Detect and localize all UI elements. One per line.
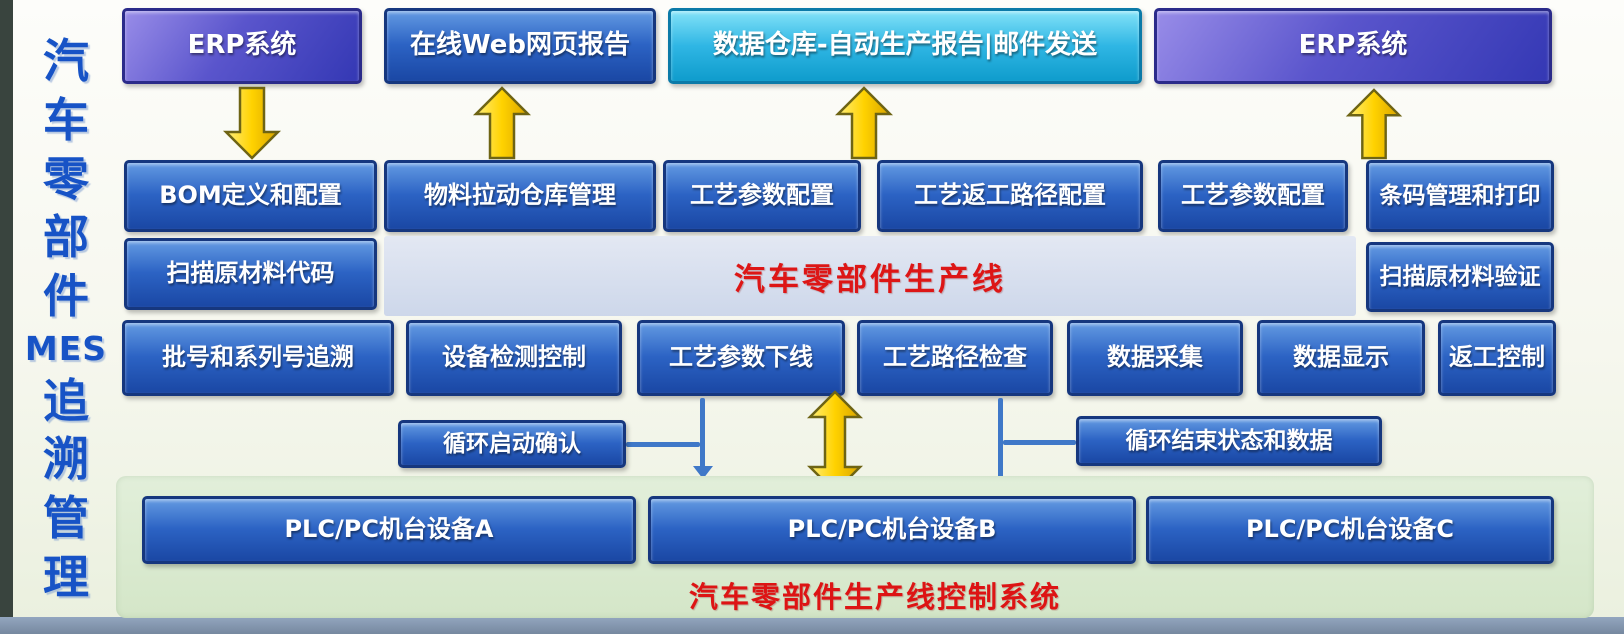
box-erp-left: ERP系统	[122, 8, 362, 84]
control-system-title: 汽车零部件生产线控制系统	[688, 580, 1061, 614]
down-arrow-icon	[222, 86, 282, 160]
box-material-warehouse: 物料拉动仓库管理	[384, 160, 656, 232]
box-rework-control: 返工控制	[1438, 320, 1556, 396]
production-line-band: 汽车零部件生产线	[384, 236, 1356, 316]
box-plc-device-c: PLC/PC机台设备C	[1146, 496, 1554, 564]
up-arrow-icon	[1345, 88, 1403, 160]
title-char: 零	[43, 151, 89, 206]
title-char: 追	[43, 373, 89, 428]
up-arrow-icon	[834, 86, 894, 160]
photo-bottom-strip	[0, 617, 1624, 634]
box-data-display: 数据显示	[1257, 320, 1425, 396]
box-rework-path-config: 工艺返工路径配置	[877, 160, 1143, 232]
connector-line-left	[700, 398, 705, 468]
box-batch-serial-trace: 批号和系列号追溯	[122, 320, 394, 396]
box-barcode-print: 条码管理和打印	[1366, 160, 1554, 232]
title-char: 管	[43, 491, 89, 546]
box-loop-end-status: 循环结束状态和数据	[1076, 416, 1382, 466]
box-loop-start-confirm: 循环启动确认	[398, 420, 626, 468]
box-process-path-check: 工艺路径检查	[857, 320, 1053, 396]
box-bom-config: BOM定义和配置	[124, 160, 377, 232]
connector-line-right	[998, 398, 1003, 478]
connector-line-end-status	[1003, 440, 1076, 445]
diagram-vertical-title: 汽 车 零 部 件 MES 追 溯 管 理	[20, 38, 112, 600]
box-device-detect-control: 设备检测控制	[406, 320, 622, 396]
title-char-mes: MES	[24, 328, 108, 368]
box-web-report: 在线Web网页报告	[384, 8, 656, 84]
box-process-param-offline: 工艺参数下线	[637, 320, 845, 396]
box-plc-device-b: PLC/PC机台设备B	[648, 496, 1136, 564]
up-arrow-icon	[472, 86, 532, 160]
title-char: 件	[43, 269, 89, 324]
connector-line-start-confirm	[626, 442, 700, 447]
title-char: 汽	[43, 34, 89, 88]
box-plc-device-a: PLC/PC机台设备A	[142, 496, 636, 564]
connector-arrowhead-down	[693, 466, 713, 479]
title-char: 溯	[43, 432, 89, 487]
title-char: 部	[43, 210, 89, 265]
box-erp-right: ERP系统	[1154, 8, 1552, 84]
photo-left-edge	[0, 0, 13, 634]
box-process-param-config-2: 工艺参数配置	[1158, 160, 1348, 232]
box-scan-raw-material-verify: 扫描原材料验证	[1366, 242, 1554, 312]
box-process-param-config-1: 工艺参数配置	[663, 160, 861, 232]
box-scan-raw-material-code: 扫描原材料代码	[124, 238, 377, 310]
box-data-collect: 数据采集	[1067, 320, 1243, 396]
title-char: 车	[43, 92, 89, 147]
title-char: 理	[43, 549, 89, 604]
box-data-warehouse: 数据仓库-自动生产报告|邮件发送	[668, 8, 1142, 84]
